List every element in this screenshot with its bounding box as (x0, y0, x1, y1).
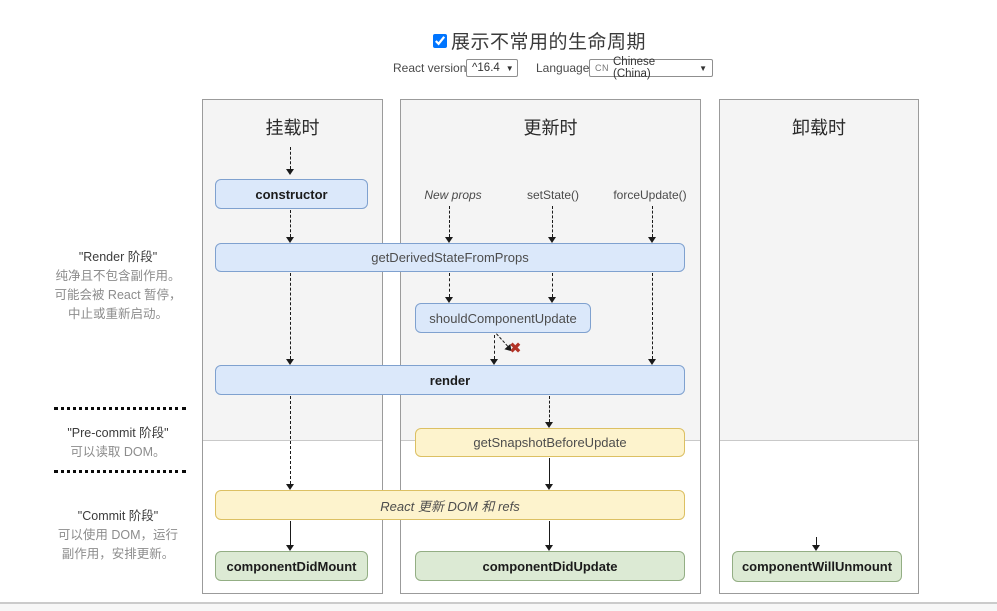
chevron-down-icon: ▼ (505, 63, 514, 73)
arrow-forceupdate-bypass-to-render (648, 273, 657, 365)
render-phase-title: "Render 阶段" (78, 250, 158, 264)
arrow-constructor-to-gdsfp (286, 210, 295, 243)
arrow-scu-to-render (490, 335, 499, 365)
method-render[interactable]: render (215, 365, 685, 395)
arrow-header-to-constructor (286, 147, 295, 175)
method-label: React 更新 DOM 和 refs (380, 498, 520, 514)
method-label: componentWillUnmount (741, 559, 893, 574)
method-label: render (429, 372, 471, 388)
method-constructor[interactable]: constructor (215, 179, 368, 209)
render-phase-line: 纯净且不包含副作用。 (55, 269, 181, 283)
arrow-newprops-to-gdsfp (445, 206, 454, 243)
arrow-setstate-to-gdsfp (548, 206, 557, 243)
method-label: componentDidUpdate (482, 558, 618, 574)
header: 展示不常用的生命周期 (433, 27, 646, 54)
method-label: shouldComponentUpdate (429, 310, 577, 326)
method-component-did-mount[interactable]: componentDidMount (215, 551, 368, 581)
render-phase-shade (720, 100, 918, 441)
pre-commit-phase-title: "Pre-commit 阶段" (67, 426, 169, 440)
mounting-column-title: 挂载时 (265, 118, 320, 138)
arrow-render-to-snapshot (545, 396, 554, 428)
language-code: CN (595, 63, 609, 73)
trigger-force-update: forceUpdate() (613, 188, 687, 202)
method-label: componentDidMount (226, 558, 357, 574)
chevron-down-icon: ▼ (699, 63, 707, 73)
page-title: 展示不常用的生命周期 (451, 32, 647, 53)
arrow-gdsfp-to-render (286, 273, 295, 365)
react-version-label: React version (393, 61, 467, 75)
method-component-will-unmount[interactable]: componentWillUnmount (732, 551, 902, 582)
pre-commit-phase-line: 可以读取 DOM。 (70, 445, 166, 459)
arrow-snapshot-to-reactdom (545, 458, 554, 490)
trigger-new-props: New props (424, 188, 482, 202)
updating-column-title: 更新时 (523, 118, 578, 138)
react-updates-dom-box[interactable]: React 更新 DOM 和 refs (215, 490, 685, 520)
trigger-set-state: setState() (526, 188, 580, 202)
pre-commit-phase-note: "Pre-commit 阶段" 可以读取 DOM。 (28, 424, 208, 462)
commit-phase-note: "Commit 阶段" 可以使用 DOM，运行 副作用，安排更新。 (28, 507, 208, 564)
method-get-snapshot-before-update[interactable]: getSnapshotBeforeUpdate (415, 428, 685, 457)
language-value: Chinese (China) (613, 56, 656, 80)
render-phase-line: 可能会被 React 暂停， (54, 288, 182, 302)
render-phase-line: 中止或重新启动。 (67, 307, 168, 321)
page-bottom-rule (0, 602, 997, 611)
language-label: Language (536, 61, 590, 75)
arrow-to-willunmount (812, 537, 821, 551)
method-label: getSnapshotBeforeUpdate (473, 435, 627, 450)
render-phase-note: "Render 阶段" 纯净且不包含副作用。 可能会被 React 暂停， 中止… (28, 248, 208, 324)
arrow-gdsfp-to-scu (445, 273, 454, 303)
abort-x-icon: ✖ (509, 340, 522, 357)
phase-divider (54, 407, 186, 410)
method-get-derived-state-from-props[interactable]: getDerivedStateFromProps (215, 243, 685, 272)
commit-phase-title: "Commit 阶段" (77, 509, 159, 523)
react-version-value: ^16.4 (472, 62, 500, 74)
method-component-did-update[interactable]: componentDidUpdate (415, 551, 685, 581)
unmounting-column: 卸载时 (719, 99, 919, 594)
commit-phase-line: 可以使用 DOM，运行 (57, 528, 179, 542)
language-select[interactable]: CN Chinese (China) ▼ (589, 56, 713, 80)
method-label: constructor (255, 186, 328, 202)
phase-divider (54, 470, 186, 473)
arrow-gdsfp-to-scu (548, 273, 557, 303)
show-less-common-lifecycles-checkbox[interactable] (433, 33, 447, 48)
arrow-render-to-reactdom (286, 396, 295, 490)
commit-phase-line: 副作用，安排更新。 (61, 547, 175, 561)
method-should-component-update[interactable]: shouldComponentUpdate (415, 303, 591, 333)
arrow-reactdom-to-didupdate (545, 521, 554, 551)
method-label: getDerivedStateFromProps (371, 250, 529, 265)
unmounting-column-title: 卸载时 (792, 118, 846, 138)
arrow-reactdom-to-didmount (286, 521, 295, 551)
arrow-forceupdate-to-gdsfp (648, 206, 657, 243)
react-version-select[interactable]: ^16.4 ▼ (466, 59, 518, 77)
